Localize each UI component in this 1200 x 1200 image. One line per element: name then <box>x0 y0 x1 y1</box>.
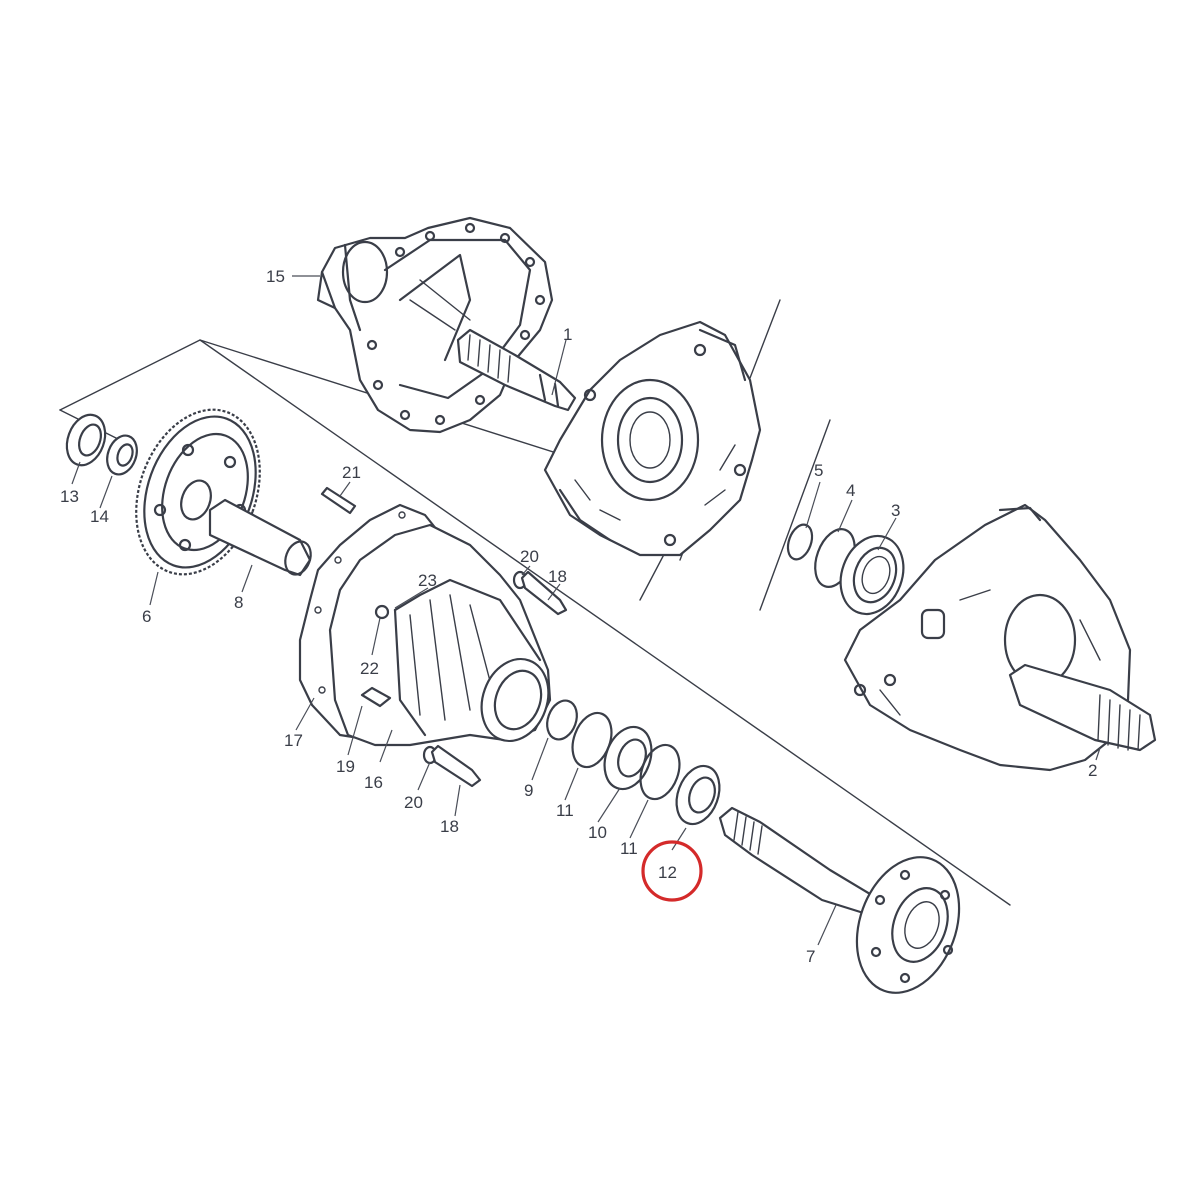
final-drive-housing-right <box>843 503 1157 772</box>
label-3: 3 <box>891 501 900 520</box>
pin-21 <box>320 486 357 515</box>
label-21: 21 <box>342 463 361 482</box>
label-12: 12 <box>658 863 677 882</box>
label-2: 2 <box>1088 761 1097 780</box>
label-20a: 20 <box>520 547 539 566</box>
label-15: 15 <box>266 267 285 286</box>
label-17: 17 <box>284 731 303 750</box>
bearing-13 <box>65 413 107 467</box>
sleeve-8 <box>208 498 312 577</box>
label-19: 19 <box>336 757 355 776</box>
label-1: 1 <box>563 325 572 344</box>
highlight-circle <box>641 840 703 902</box>
input-shaft <box>456 328 577 412</box>
differential-housing-lower <box>328 523 552 747</box>
label-7: 7 <box>806 947 815 966</box>
seal-14 <box>106 434 138 476</box>
shim-9 <box>546 699 578 741</box>
carrier-plate-upper <box>543 320 762 557</box>
label-11a: 11 <box>556 801 574 820</box>
large-gear-6 <box>135 408 261 576</box>
circlip-11b <box>639 743 681 801</box>
bearing-3 <box>839 534 905 616</box>
label-8: 8 <box>234 593 243 612</box>
part-labels: 15 1 2 3 4 5 6 7 8 9 10 11 11 12 13 14 1… <box>60 267 1097 966</box>
axle-shaft-7 <box>718 806 961 994</box>
label-18b: 18 <box>440 817 459 836</box>
seal-12 <box>675 764 721 826</box>
label-18a: 18 <box>548 567 567 586</box>
label-14: 14 <box>90 507 109 526</box>
leader-lines <box>71 275 1101 946</box>
bolt-18-upper <box>520 570 568 616</box>
label-9: 9 <box>524 781 533 800</box>
label-23: 23 <box>418 571 437 590</box>
circlip-5 <box>786 523 814 561</box>
label-11b: 11 <box>620 839 638 858</box>
label-4: 4 <box>846 481 855 500</box>
label-10: 10 <box>588 823 607 842</box>
differential-housing-upper <box>316 216 554 434</box>
label-6: 6 <box>142 607 151 626</box>
label-20b: 20 <box>404 793 423 812</box>
bolt-18-lower <box>430 744 482 788</box>
label-22: 22 <box>360 659 379 678</box>
label-5: 5 <box>814 461 823 480</box>
label-13: 13 <box>60 487 79 506</box>
bearing-10 <box>603 725 653 791</box>
label-16: 16 <box>364 773 383 792</box>
